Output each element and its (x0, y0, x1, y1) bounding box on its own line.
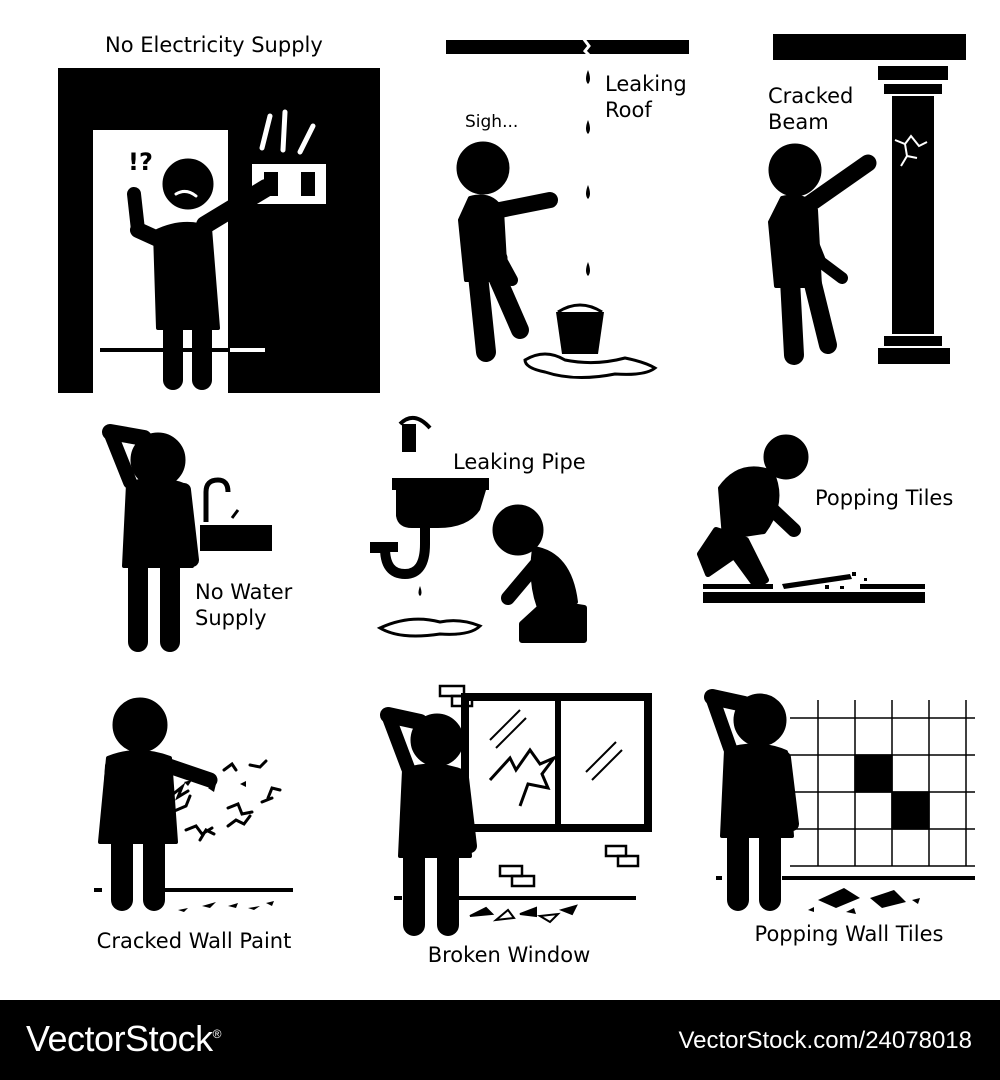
column-shaft (892, 96, 934, 334)
bricks-icon (438, 684, 640, 888)
person-figure (380, 707, 477, 936)
exclaim-mark: !? (128, 148, 153, 176)
panel-broken-window (380, 684, 652, 936)
basin-icon (370, 416, 489, 638)
person-figure (98, 697, 218, 911)
crack-icon (894, 134, 928, 167)
glass-shards-icon (469, 904, 578, 924)
sink-icon (200, 477, 272, 551)
column-capital (878, 66, 948, 80)
person-figure (704, 689, 799, 911)
label-sigh: Sigh... (465, 112, 519, 132)
label-popping-wall-tiles: Popping Wall Tiles (754, 922, 944, 946)
person-figure (768, 143, 877, 365)
person-figure (127, 158, 275, 390)
label-cracked-beam-line2: Beam (768, 110, 829, 134)
label-leaking-roof-line1: Leaking (605, 72, 687, 96)
watermark-footer: VectorStock® VectorStock.com/24078018 (0, 1000, 1000, 1080)
label-cracked-beam-line1: Cracked (768, 84, 854, 108)
shatter-icon (488, 747, 559, 807)
panel-popping-wall-tiles (704, 689, 975, 914)
footer-url: VectorStock.com/24078018 (678, 1027, 972, 1054)
paint-cracks-icon (170, 759, 282, 842)
label-no-water-line2: Supply (195, 606, 267, 630)
pictogram-sheet: No Electricity Supply !? Leaking Roof Si… (58, 33, 975, 967)
floor-tiles-icon (703, 572, 925, 603)
roof-slab (446, 40, 689, 54)
panel-no-water (102, 424, 272, 652)
panel-leaking-pipe (370, 416, 587, 643)
person-figure (102, 424, 199, 652)
label-leaking-pipe: Leaking Pipe (453, 450, 586, 474)
label-popping-tiles: Popping Tiles (815, 486, 954, 510)
panel-cracked-wall-paint (94, 697, 293, 912)
brand-logo: VectorStock® (26, 1018, 221, 1060)
fallen-tiles-icon (808, 888, 920, 914)
window-frame-icon (461, 693, 652, 832)
bucket-icon (523, 303, 658, 380)
panel-no-electricity (58, 68, 380, 395)
panel-cracked-beam (768, 34, 966, 365)
wall-tiles-grid-icon (790, 700, 975, 867)
panel-leaking-roof (446, 37, 689, 380)
registered-mark: ® (212, 1027, 222, 1041)
water-drops-icon (586, 70, 590, 276)
person-figure (697, 434, 809, 589)
person-figure (492, 504, 587, 643)
person-figure (456, 141, 558, 362)
brand-name: VectorStock (26, 1018, 213, 1059)
label-broken-window: Broken Window (427, 943, 591, 967)
panel-popping-tiles (697, 434, 925, 603)
label-leaking-roof-line2: Roof (605, 98, 652, 122)
label-no-electricity: No Electricity Supply (105, 33, 323, 57)
paint-flakes-icon (178, 780, 274, 912)
label-no-water-line1: No Water (195, 580, 293, 604)
label-cracked-wall-paint: Cracked Wall Paint (96, 929, 292, 953)
